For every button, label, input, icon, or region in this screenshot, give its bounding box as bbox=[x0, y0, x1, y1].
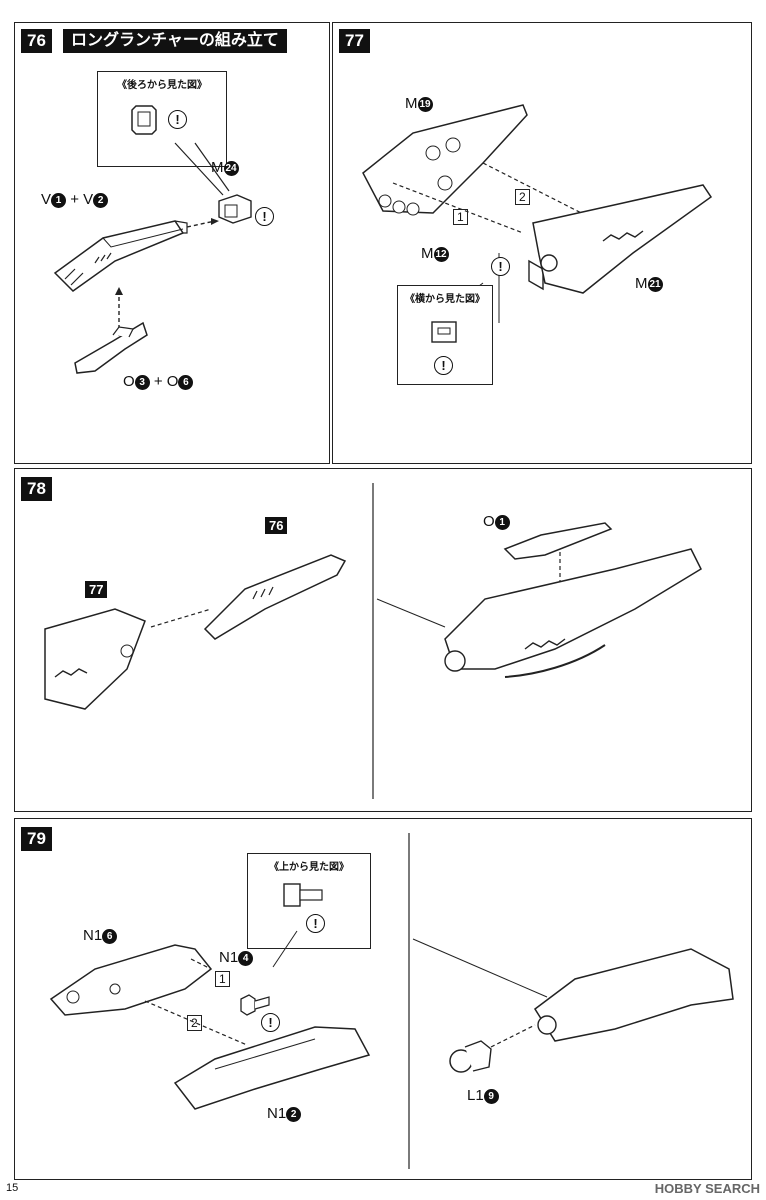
order-marker: 1 bbox=[215, 971, 230, 987]
caution-icon: ! bbox=[168, 110, 187, 129]
caution-icon: ! bbox=[491, 257, 510, 276]
launcher-frame-drawing bbox=[362, 104, 713, 323]
step-78-assembly-drawing bbox=[44, 483, 702, 799]
part-number-badge: 2 bbox=[93, 192, 109, 208]
part-rear-view-drawing bbox=[131, 105, 157, 135]
step-number: 79 bbox=[21, 827, 52, 851]
part-number-badge: 6 bbox=[178, 374, 194, 390]
watermark-logo: HOBBY SEARCH bbox=[654, 1181, 760, 1196]
order-marker: 2 bbox=[187, 1015, 202, 1031]
top-view-box: 《上から見た図》 ! bbox=[247, 853, 371, 949]
step-number: 77 bbox=[339, 29, 370, 53]
part-number-badge: 21 bbox=[647, 276, 663, 292]
page-number: 15 bbox=[6, 1182, 19, 1194]
part-number-badge: 1 bbox=[494, 514, 510, 530]
rear-view-box: 《後ろから見た図》 ! bbox=[97, 71, 227, 167]
part-side-view-drawing bbox=[431, 321, 457, 343]
reference-step-77: 77 bbox=[85, 581, 108, 598]
part-number-badge: 6 bbox=[102, 928, 118, 944]
part-top-view-drawing bbox=[283, 883, 323, 907]
order-marker: 2 bbox=[515, 189, 530, 205]
step-79-assembly-drawing bbox=[49, 833, 734, 1169]
step-title: ロングランチャーの組み立て bbox=[63, 29, 287, 53]
view-title: 《後ろから見た図》 bbox=[117, 80, 207, 91]
caution-icon: ! bbox=[434, 356, 453, 375]
part-number-badge: 4 bbox=[238, 950, 254, 966]
launcher-barrel-drawing bbox=[53, 218, 219, 374]
part-number-badge: 19 bbox=[417, 96, 433, 112]
part-number-badge: 9 bbox=[483, 1088, 499, 1104]
caution-icon: ! bbox=[255, 207, 274, 226]
part-number-badge: 1 bbox=[51, 192, 67, 208]
view-title: 《上から見た図》 bbox=[269, 862, 349, 873]
callout-line bbox=[174, 142, 230, 196]
step-number: 78 bbox=[21, 477, 52, 501]
reference-step-76: 76 bbox=[265, 517, 288, 534]
side-view-box: 《横から見た図》 ! bbox=[397, 285, 493, 385]
caution-icon: ! bbox=[261, 1013, 280, 1032]
part-number-badge: 3 bbox=[134, 374, 150, 390]
view-title: 《横から見た図》 bbox=[405, 294, 485, 305]
cap-part-drawing bbox=[218, 194, 252, 224]
step-number: 76 bbox=[21, 29, 52, 53]
part-number-badge: 24 bbox=[223, 160, 239, 176]
caution-icon: ! bbox=[306, 914, 325, 933]
order-marker: 1 bbox=[453, 209, 468, 225]
part-number-badge: 2 bbox=[286, 1106, 302, 1122]
part-number-badge: 12 bbox=[433, 246, 449, 262]
